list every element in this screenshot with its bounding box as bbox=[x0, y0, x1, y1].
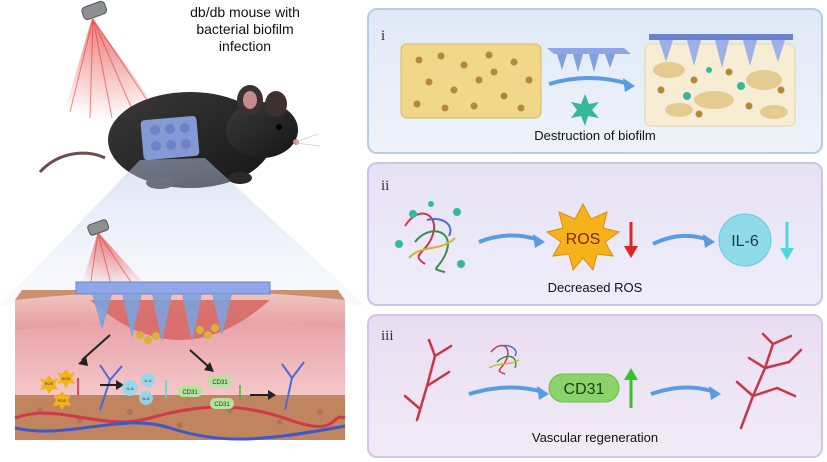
panel-ii-graphic: ROS IL-6 bbox=[395, 201, 794, 273]
panel-i-caption: Destruction of biofilm bbox=[534, 128, 656, 143]
title-line-2: bacterial biofilm bbox=[196, 21, 294, 37]
nanozyme-protein-icon bbox=[404, 212, 456, 273]
regenerated-vessel-icon bbox=[735, 332, 803, 430]
skin-ros-stars bbox=[40, 369, 75, 410]
microneedle-icon bbox=[547, 48, 631, 54]
ros-label: ROS bbox=[566, 231, 601, 248]
panel-ii-numeral: ii bbox=[381, 178, 390, 194]
skin-cross-section: ROS ROS ROS IL-6 IL-6 IL-6 CD31 CD31 CD3… bbox=[14, 281, 346, 441]
skin-ros-label: ROS bbox=[58, 398, 67, 403]
il6-bubble bbox=[718, 213, 772, 267]
panel-vascular-regeneration: iii CD31 bbox=[367, 314, 823, 458]
skin-cd31-label: CD31 bbox=[212, 380, 228, 386]
panel-iii-caption: Vascular regeneration bbox=[531, 430, 659, 445]
biofilm-block bbox=[400, 43, 542, 119]
panel-iii-graphic: CD31 bbox=[403, 332, 803, 430]
skin-cd31-pill bbox=[178, 386, 202, 397]
skin-il6-bubble bbox=[141, 373, 155, 387]
panel-iii-numeral: iii bbox=[381, 328, 394, 344]
sparse-vessel-icon bbox=[403, 338, 453, 422]
ros-starburst bbox=[545, 202, 621, 272]
title-line-3: infection bbox=[218, 38, 272, 54]
skin-cd31-pill bbox=[208, 376, 232, 387]
panel-iii-arrow-2 bbox=[650, 385, 716, 396]
figure-title: db/db mouse with bacterial biofilm infec… bbox=[150, 4, 340, 55]
skin-cd31-label: CD31 bbox=[214, 402, 230, 408]
panel-ii-arrow-2 bbox=[652, 233, 710, 246]
panel-i-numeral: i bbox=[381, 28, 386, 44]
skin-il6-label: IL-6 bbox=[145, 378, 153, 383]
nanozyme-star-icon bbox=[571, 94, 599, 126]
laser-device-top bbox=[62, 0, 165, 120]
panel-i-arrow bbox=[548, 76, 630, 86]
skin-il6-label: IL-6 bbox=[143, 396, 151, 401]
panel-ii-arrow-1 bbox=[478, 233, 540, 244]
panel-decreased-ros: ii ROS IL-6 Decreased ROS bbox=[367, 162, 823, 306]
panel-iii-arrow-1 bbox=[468, 385, 544, 396]
title-line-1: db/db mouse with bbox=[190, 4, 300, 20]
panel-ii-caption: Decreased ROS bbox=[547, 280, 643, 295]
il6-label: IL-6 bbox=[731, 233, 759, 250]
skin-ros-label: ROS bbox=[45, 381, 54, 386]
skin-cd31-label: CD31 bbox=[182, 390, 198, 396]
skin-ros-label: ROS bbox=[62, 376, 71, 381]
skin-il6-bubble bbox=[122, 380, 138, 396]
laser-device-bottom bbox=[80, 219, 150, 290]
skin-il6-bubble bbox=[139, 391, 153, 405]
panel-destruction-of-biofilm: i bbox=[367, 8, 823, 154]
cd31-pill bbox=[548, 373, 620, 403]
panel-i-graphic bbox=[400, 34, 796, 127]
cd31-label: CD31 bbox=[564, 381, 605, 398]
patch-backing bbox=[649, 34, 793, 40]
skin-cd31-pill bbox=[210, 398, 234, 409]
left-illustration: ROS ROS ROS IL-6 IL-6 IL-6 CD31 CD31 CD3… bbox=[0, 0, 365, 441]
nanozyme-small-icon bbox=[488, 344, 520, 375]
skin-il6-label: IL-6 bbox=[127, 386, 135, 391]
